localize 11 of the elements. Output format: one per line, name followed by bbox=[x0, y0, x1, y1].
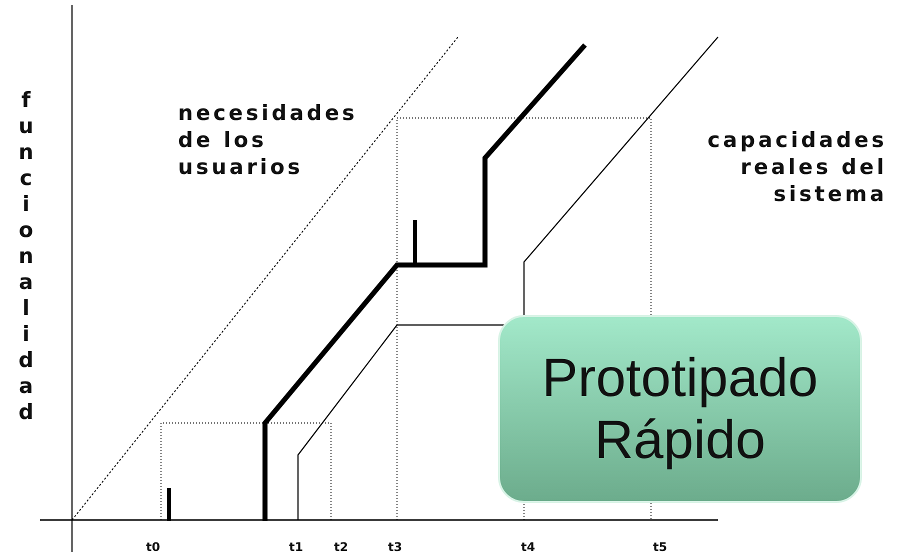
tick-label: t1 bbox=[289, 540, 304, 554]
tick-label: t3 bbox=[388, 540, 402, 554]
tick-label: t2 bbox=[334, 540, 348, 554]
tick-label: t0 bbox=[146, 540, 160, 554]
title-card bbox=[498, 315, 862, 503]
curve-label: capacidades reales del sistema bbox=[706, 127, 887, 208]
curve-label: necesidades de los usuarios bbox=[178, 100, 359, 181]
tick-label: t4 bbox=[521, 540, 536, 554]
axis-label: funcionalidad bbox=[14, 88, 38, 426]
title-text: Prototipado Rápido bbox=[540, 347, 820, 471]
tick-label: t5 bbox=[653, 540, 668, 554]
